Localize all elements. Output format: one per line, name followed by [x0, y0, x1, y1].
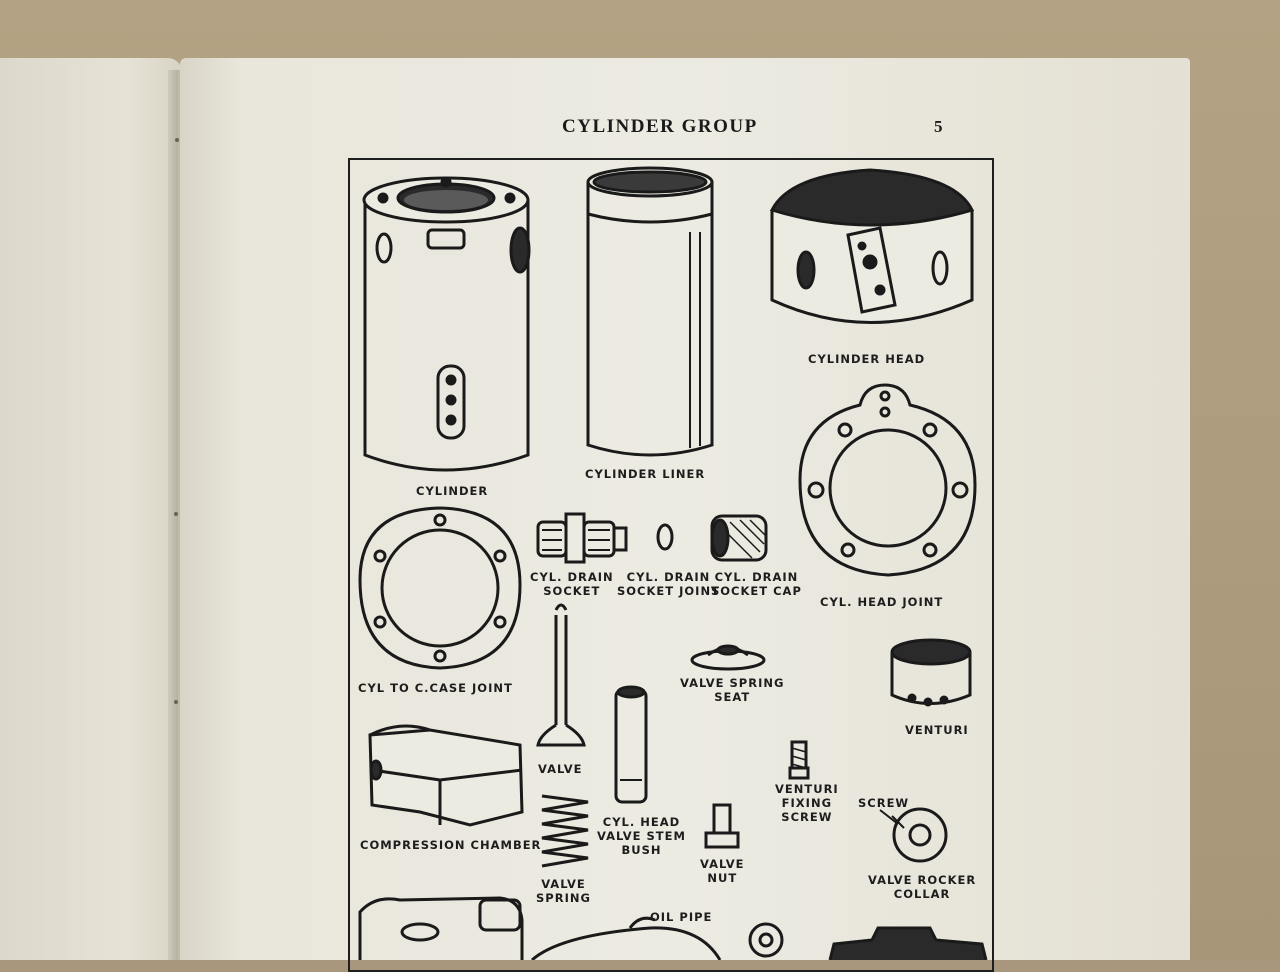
binding-stitch [174, 512, 178, 516]
bottom-part-left-drawing [358, 896, 524, 960]
label-cylinder-liner: CYLINDER LINER [585, 467, 706, 481]
valve-nut-drawing [704, 803, 740, 849]
label-valve: VALVE [538, 762, 583, 776]
label-venturi: VENTURI [905, 723, 969, 737]
valve-stem-bush-drawing [614, 685, 648, 804]
valve-spring-drawing [541, 794, 589, 868]
label-cyl-to-ccase-joint: CYL TO C.CASE JOINT [358, 681, 513, 695]
label-compression-chamber: COMPRESSION CHAMBER [360, 838, 542, 852]
valve-rocker-collar-drawing [879, 807, 948, 863]
cyl-to-ccase-joint-drawing [358, 506, 522, 670]
venturi-drawing [890, 638, 972, 707]
valve-spring-seat-drawing [690, 644, 766, 671]
page-title: CYLINDER GROUP [562, 116, 758, 137]
compression-chamber-drawing [368, 724, 524, 827]
page-number: 5 [934, 117, 943, 136]
drain-socket-joint-drawing [656, 523, 674, 551]
drain-socket-cap-drawing [710, 514, 768, 562]
washer-drawing [748, 922, 784, 958]
binding-stitch [174, 700, 178, 704]
label-oil-pipe: OIL PIPE [650, 910, 713, 924]
bottom-part-right-drawing [828, 926, 988, 960]
oil-pipe-drawing [531, 916, 722, 960]
label-cylinder-head: CYLINDER HEAD [808, 352, 926, 366]
cyl-drain-socket-drawing [536, 512, 628, 564]
label-screw: SCREW [858, 796, 910, 810]
label-cylinder: CYLINDER [416, 484, 489, 498]
venturi-fixing-screw-drawing [788, 740, 810, 780]
cylinder-liner-drawing [586, 166, 714, 457]
cyl-head-joint-drawing [798, 383, 977, 577]
valve-drawing [536, 603, 586, 747]
binding-stitch [175, 138, 179, 142]
label-cyl-head-joint: CYL. HEAD JOINT [820, 595, 944, 609]
left-page [0, 58, 182, 960]
cylinder-head-drawing [769, 168, 975, 324]
cylinder-drawing [362, 176, 531, 472]
